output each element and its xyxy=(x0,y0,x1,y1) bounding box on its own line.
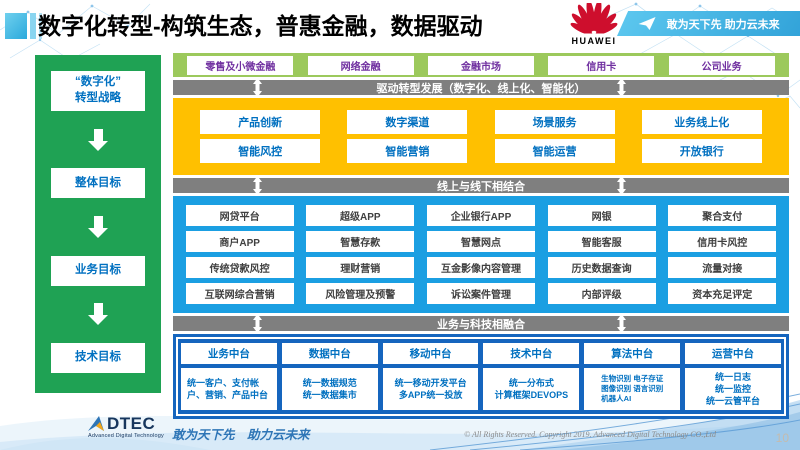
platform-title: 移动中台 xyxy=(382,343,479,364)
capability-item: 智能风控 xyxy=(200,139,321,163)
application-item: 智慧网点 xyxy=(426,231,535,252)
platform-title: 运营中台 xyxy=(685,343,781,364)
platform-detail: 统一数据规范 统一数据集市 xyxy=(281,368,378,410)
platform-title: 业务中台 xyxy=(181,343,277,364)
title-decoration xyxy=(5,13,42,39)
up-down-arrow-icon xyxy=(616,314,626,333)
application-item: 传统贷款风控 xyxy=(185,257,294,278)
strategy-flow-panel: “数字化” 转型战略 整体目标 业务目标 技术目标 xyxy=(35,55,161,393)
segment-item: 金融市场 xyxy=(427,55,534,75)
capability-item: 智能营销 xyxy=(347,139,468,163)
capability-item: 开放银行 xyxy=(641,139,762,163)
footer-slogan: 敢为天下先 助力云未来 xyxy=(172,428,310,442)
up-down-arrow-icon xyxy=(253,78,263,97)
segment-item: 公司业务 xyxy=(668,55,775,75)
up-down-arrow-icon xyxy=(253,176,263,195)
huawei-logo: HUAWEI xyxy=(567,3,621,46)
segment-item: 网络金融 xyxy=(307,55,414,75)
application-item: 内部评级 xyxy=(547,283,656,304)
down-arrow-icon xyxy=(88,128,108,151)
application-item: 聚合支付 xyxy=(668,205,777,226)
footer-copyright: © All Rights Reserved. Copyright 2019. A… xyxy=(464,430,716,439)
application-item: 流量对接 xyxy=(668,257,777,278)
slogan-ribbon: 敢为天下先 助力云未来 xyxy=(617,11,800,36)
huawei-wordmark: HUAWEI xyxy=(571,36,617,46)
application-item: 企业银行APP xyxy=(426,205,535,226)
paper-plane-icon xyxy=(638,16,656,30)
page-number: 10 xyxy=(775,431,789,445)
application-item: 资本充足评定 xyxy=(668,283,777,304)
up-down-arrow-icon xyxy=(253,314,263,333)
capability-item: 业务线上化 xyxy=(641,110,762,134)
tech-fusion-bar: 业务与科技相融合 xyxy=(173,314,789,333)
platform-detail: 统一日志 统一监控 统一云管平台 xyxy=(685,368,781,410)
up-down-arrow-icon xyxy=(616,78,626,97)
platform-title: 算法中台 xyxy=(584,343,681,364)
applications-row: 网贷平台 超级APP 企业银行APP 网银 聚合支付 xyxy=(173,205,789,226)
strategy-step: 整体目标 xyxy=(51,168,145,199)
tech-fusion-label: 业务与科技相融合 xyxy=(437,318,525,331)
application-item: 商户APP xyxy=(185,231,294,252)
drive-transform-label: 驱动转型发展（数字化、线上化、智能化） xyxy=(376,82,586,95)
platform-detail: 统一客户、支付帐户、营销、产品中台 xyxy=(181,368,277,410)
application-item: 风险管理及预警 xyxy=(306,283,415,304)
applications-row: 商户APP 智慧存款 智慧网点 智能客服 信用卡风控 xyxy=(173,231,789,252)
capability-item: 数字渠道 xyxy=(347,110,468,134)
huawei-flower-icon xyxy=(567,3,621,37)
platform-column: 移动中台 统一移动开发平台 多APP统一投放 xyxy=(382,343,479,410)
down-arrow-icon xyxy=(88,215,108,238)
capability-item: 智能运营 xyxy=(494,139,615,163)
transformation-row: 产品创新 数字渠道 场景服务 业务线上化 xyxy=(173,110,789,134)
platform-column: 技术中台 统一分布式 计算框架DEVOPS xyxy=(483,343,580,410)
application-item: 网贷平台 xyxy=(185,205,294,226)
online-offline-bar: 线上与线下相结合 xyxy=(173,176,789,195)
up-down-arrow-icon xyxy=(616,176,626,195)
applications-row: 传统贷款风控 理财营销 互金影像内容管理 历史数据查询 流量对接 xyxy=(173,257,789,278)
capability-item: 产品创新 xyxy=(200,110,321,134)
transformation-row: 智能风控 智能营销 智能运营 开放银行 xyxy=(173,139,789,163)
applications-band: 网贷平台 超级APP 企业银行APP 网银 聚合支付 商户APP 智慧存款 智慧… xyxy=(173,196,789,313)
segment-item: 信用卡 xyxy=(548,55,655,75)
platform-column: 业务中台 统一客户、支付帐户、营销、产品中台 xyxy=(181,343,277,410)
online-offline-label: 线上与线下相结合 xyxy=(437,180,525,193)
application-item: 互金影像内容管理 xyxy=(426,257,535,278)
segment-item: 零售及小微金融 xyxy=(187,55,294,75)
platform-column: 算法中台 生物识别 电子存证 图像识别 语言识别 机器人AI xyxy=(584,343,681,410)
application-item: 历史数据查询 xyxy=(547,257,656,278)
ribbon-slogan-text: 敢为天下先 助力云未来 xyxy=(666,18,780,31)
application-item: 智能客服 xyxy=(547,231,656,252)
platform-detail: 生物识别 电子存证 图像识别 语言识别 机器人AI xyxy=(584,368,681,410)
adtec-wordmark: DTEC xyxy=(107,414,156,433)
down-arrow-icon xyxy=(88,303,108,326)
middle-platforms-band: 业务中台 统一客户、支付帐户、营销、产品中台 数据中台 统一数据规范 统一数据集… xyxy=(173,334,789,419)
business-segments-band: 零售及小微金融 网络金融 金融市场 信用卡 公司业务 xyxy=(173,53,789,77)
application-item: 智慧存款 xyxy=(306,231,415,252)
platform-detail: 统一移动开发平台 多APP统一投放 xyxy=(382,368,479,410)
applications-row: 互联网综合营销 风险管理及预警 诉讼案件管理 内部评级 资本充足评定 xyxy=(173,283,789,304)
capability-item: 场景服务 xyxy=(494,110,615,134)
adtec-logo: DTEC Advanced Digital Technology xyxy=(88,415,164,439)
application-item: 理财营销 xyxy=(306,257,415,278)
strategy-step: “数字化” 转型战略 xyxy=(51,71,145,111)
application-item: 诉讼案件管理 xyxy=(426,283,535,304)
application-item: 网银 xyxy=(547,205,656,226)
application-item: 互联网综合营销 xyxy=(185,283,294,304)
platform-column: 数据中台 统一数据规范 统一数据集市 xyxy=(281,343,378,410)
platform-detail: 统一分布式 计算框架DEVOPS xyxy=(483,368,580,410)
transformation-band: 产品创新 数字渠道 场景服务 业务线上化 智能风控 智能营销 智能运营 开放银行 xyxy=(173,98,789,175)
page-title: 数字化转型-构筑生态，普惠金融，数据驱动 xyxy=(38,13,483,39)
platform-title: 技术中台 xyxy=(483,343,580,364)
platform-title: 数据中台 xyxy=(281,343,378,364)
application-item: 信用卡风控 xyxy=(668,231,777,252)
adtec-arrow-icon xyxy=(88,416,104,431)
application-item: 超级APP xyxy=(306,205,415,226)
adtec-subtext: Advanced Digital Technology xyxy=(88,433,164,439)
platform-column: 运营中台 统一日志 统一监控 统一云管平台 xyxy=(685,343,781,410)
strategy-step: 业务目标 xyxy=(51,255,145,286)
main-architecture: 零售及小微金融 网络金融 金融市场 信用卡 公司业务 驱动转型发展（数字化、线上… xyxy=(173,53,789,419)
strategy-step: 技术目标 xyxy=(51,342,145,373)
drive-transform-bar: 驱动转型发展（数字化、线上化、智能化） xyxy=(173,78,789,97)
